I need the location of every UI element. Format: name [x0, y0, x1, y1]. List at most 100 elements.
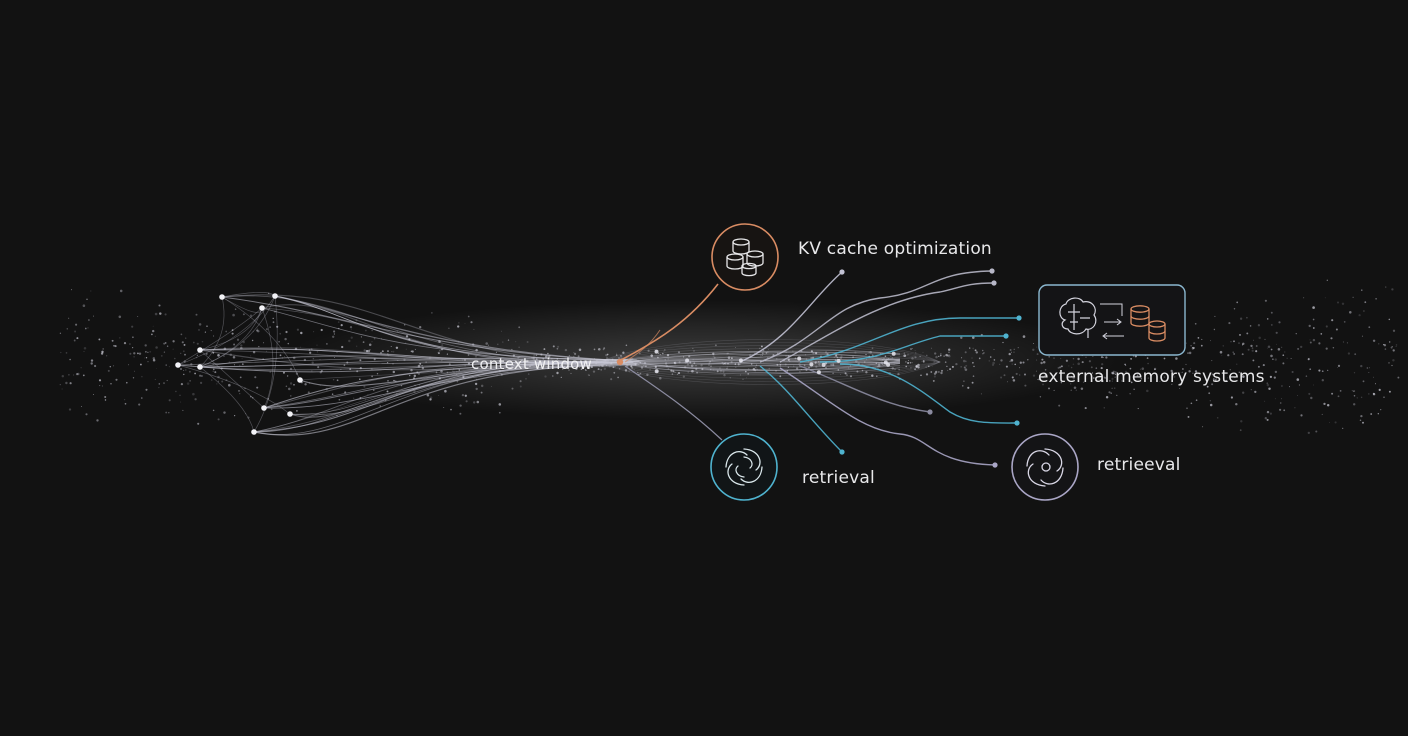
particle [1360, 415, 1362, 417]
particle [1258, 324, 1260, 326]
particle [1252, 359, 1254, 361]
particle [69, 359, 71, 361]
particle [234, 415, 235, 416]
context-window-label: context window [471, 355, 592, 373]
particle [1393, 330, 1395, 332]
particle [283, 372, 285, 374]
particle [165, 342, 167, 344]
particle [112, 340, 114, 342]
particle [83, 375, 85, 377]
particle [129, 353, 131, 355]
particle [233, 356, 236, 359]
particle [60, 352, 61, 353]
particle [287, 375, 288, 376]
particle [1279, 409, 1281, 411]
bundle-node [809, 362, 813, 366]
particle [1081, 388, 1083, 390]
particle [60, 333, 61, 334]
particle [1116, 395, 1117, 396]
branch-endpoint [839, 449, 844, 454]
particle [338, 321, 340, 323]
particle [124, 342, 126, 344]
particle [1337, 367, 1338, 368]
particle [1265, 300, 1267, 302]
particle [120, 290, 123, 293]
particle [1278, 321, 1280, 323]
particle [235, 308, 237, 310]
external-memory-card [1039, 285, 1185, 355]
particle [1385, 286, 1386, 287]
particle [175, 391, 176, 392]
particle [1240, 429, 1242, 431]
thread [262, 308, 273, 408]
particle [1303, 297, 1304, 298]
particle [1343, 341, 1344, 342]
particle [155, 313, 158, 316]
particle [62, 389, 63, 390]
particle [1310, 342, 1312, 344]
branch-endpoint [1016, 315, 1021, 320]
retrieval-icon-ring [711, 434, 777, 500]
particle [1268, 388, 1270, 390]
particle [1325, 297, 1326, 298]
particle [266, 351, 267, 352]
particle [223, 411, 225, 413]
particle [1232, 351, 1233, 352]
particle [106, 355, 107, 356]
kv-cache-icon-ring [712, 224, 778, 290]
particle [1354, 353, 1356, 355]
particle [167, 380, 168, 381]
particle [221, 381, 223, 383]
particle [126, 382, 128, 384]
particle [140, 364, 142, 366]
particle [1275, 371, 1277, 373]
particle [102, 348, 104, 350]
particle [153, 326, 154, 327]
particle [304, 383, 306, 385]
particle [1309, 368, 1311, 370]
particle [1186, 343, 1187, 344]
particle [1389, 319, 1391, 321]
particle [218, 418, 220, 420]
particle [83, 304, 86, 307]
particle [1271, 349, 1273, 351]
particle [313, 331, 314, 332]
particle [1240, 420, 1242, 422]
particle [332, 393, 334, 395]
particle [183, 374, 184, 375]
particle [185, 337, 186, 338]
particle [293, 384, 295, 386]
particle [1294, 407, 1295, 408]
particle [217, 354, 220, 357]
particle [1272, 358, 1274, 360]
particle [137, 353, 139, 355]
particle [65, 382, 67, 384]
particle [1214, 329, 1215, 330]
particle [205, 332, 206, 333]
particle [91, 359, 93, 361]
particle [1392, 359, 1394, 361]
particle [184, 354, 186, 356]
particle [1373, 340, 1375, 342]
particle [1106, 396, 1108, 398]
particle [1179, 388, 1180, 389]
particle [1270, 413, 1272, 415]
particle [237, 339, 239, 341]
particle [288, 388, 291, 391]
particle [81, 367, 82, 368]
particle [1373, 393, 1375, 395]
particle [1242, 353, 1244, 355]
source-node [287, 411, 293, 417]
particle [1264, 401, 1265, 402]
particle [339, 399, 341, 401]
particle [96, 419, 98, 421]
particle [1227, 354, 1229, 356]
particle [165, 313, 167, 315]
particle [1188, 416, 1190, 418]
particle [76, 337, 78, 339]
particle [1310, 397, 1312, 399]
particle [1193, 342, 1195, 344]
particle [1186, 407, 1188, 409]
particle [1320, 333, 1322, 335]
particle [93, 394, 94, 395]
